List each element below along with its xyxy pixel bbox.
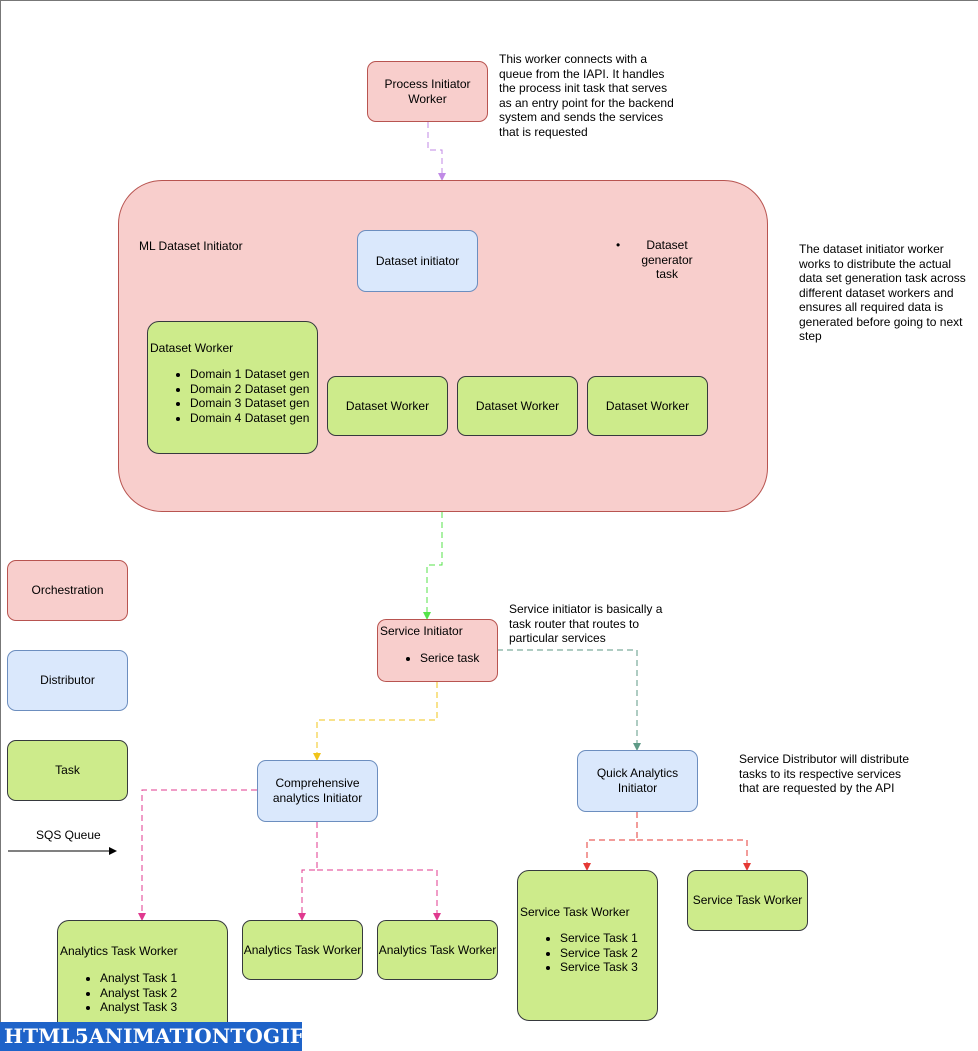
arrow-quick-to-service-main: [583, 812, 638, 871]
quick-analytics-initiator[interactable]: Quick Analytics Initiator: [577, 750, 698, 812]
legend-orchestration-label: Orchestration: [31, 583, 104, 597]
service-initiator[interactable]: Service Initiator Serice task: [377, 619, 498, 682]
service-initiator-task-list: Serice task: [380, 651, 479, 666]
service-task-worker-2[interactable]: Service Task Worker: [687, 870, 808, 931]
legend-task: Task: [7, 740, 128, 801]
service-task-worker-main-title: Service Task Worker: [520, 905, 630, 919]
legend-task-label: Task: [55, 763, 80, 777]
analytics-task-worker-2-label: Analytics Task Worker: [243, 942, 362, 957]
dataset-initiator-label: Dataset initiator: [375, 253, 460, 268]
note-service-initiator: Service initiator is basically a task ro…: [509, 602, 663, 645]
service-initiator-title: Service Initiator: [380, 624, 463, 638]
analytics-task-item: Analyst Task 3: [100, 1000, 177, 1015]
dataset-worker-3[interactable]: Dataset Worker: [587, 376, 708, 436]
comprehensive-analytics-initiator-label: Comprehensive analytics Initiator: [272, 776, 363, 805]
arrow-quick-to-service-2: [637, 839, 751, 871]
dataset-worker-1-label: Dataset Worker: [345, 398, 430, 413]
dataset-task-item: Domain 1 Dataset gen: [190, 367, 309, 382]
service-task-item: Service Task 1: [560, 931, 638, 946]
process-initiator-worker[interactable]: Process Initiator Worker: [367, 61, 488, 122]
note-service-distributor: Service Distributor will distribute task…: [739, 752, 910, 795]
analytics-worker-task-list: Analyst Task 1Analyst Task 2Analyst Task…: [60, 971, 177, 1015]
dataset-task-item: Domain 4 Dataset gen: [190, 411, 309, 426]
analytics-task-worker-2[interactable]: Analytics Task Worker: [242, 920, 363, 980]
dataset-worker-2[interactable]: Dataset Worker: [457, 376, 578, 436]
dataset-generator-task: • Dataset generator task: [612, 238, 712, 282]
analytics-task-worker-main-title: Analytics Task Worker: [60, 944, 178, 958]
ml-dataset-initiator-label: ML Dataset Initiator: [139, 239, 243, 253]
service-init-task-item: Serice task: [420, 651, 479, 666]
service-task-item: Service Task 3: [560, 960, 638, 975]
dataset-task-item: Domain 2 Dataset gen: [190, 382, 309, 397]
arrow-comprehensive-to-analytics-3: [317, 869, 441, 921]
dataset-worker-task-list: Domain 1 Dataset genDomain 2 Dataset gen…: [150, 367, 309, 425]
dataset-task-item: Domain 3 Dataset gen: [190, 396, 309, 411]
arrow-service-to-quick: [497, 649, 641, 751]
legend-sqs-queue-label: SQS Queue: [36, 828, 101, 842]
frame-border-left: [0, 0, 1, 1051]
watermark-banner: HTML5ANIMATIONTOGIF: [0, 1022, 304, 1051]
dataset-worker-main[interactable]: Dataset Worker Domain 1 Dataset genDomai…: [147, 321, 318, 454]
service-task-worker-main[interactable]: Service Task Worker Service Task 1Servic…: [517, 870, 658, 1021]
dataset-generator-task-label: Dataset generator task: [641, 238, 693, 281]
dataset-worker-1[interactable]: Dataset Worker: [327, 376, 448, 436]
service-task-item: Service Task 2: [560, 946, 638, 961]
analytics-task-item: Analyst Task 1: [100, 971, 177, 986]
dataset-worker-main-title: Dataset Worker: [150, 341, 234, 355]
arrow-comprehensive-to-main-analytics: [138, 789, 257, 921]
analytics-task-worker-3-label: Analytics Task Worker: [378, 942, 497, 957]
analytics-task-item: Analyst Task 2: [100, 986, 177, 1001]
dataset-initiator[interactable]: Dataset initiator: [357, 230, 478, 292]
quick-analytics-initiator-label: Quick Analytics Initiator: [596, 766, 679, 795]
arrow-service-to-comprehensive: [313, 682, 438, 761]
service-worker-task-list: Service Task 1Service Task 2Service Task…: [520, 931, 638, 975]
dataset-worker-3-label: Dataset Worker: [605, 398, 690, 413]
frame-border-top: [0, 0, 978, 1]
process-initiator-label: Process Initiator Worker: [384, 76, 471, 106]
legend-orchestration: Orchestration: [7, 560, 128, 621]
note-process-initiator: This worker connects with a queue from t…: [499, 52, 674, 139]
note-dataset-initiator: The dataset initiator worker works to di…: [799, 242, 966, 343]
legend-distributor: Distributor: [7, 650, 128, 711]
dataset-worker-2-label: Dataset Worker: [475, 398, 560, 413]
arrow-comprehensive-to-analytics-2: [298, 822, 318, 921]
arrow-ml-to-service-init: [423, 512, 443, 620]
service-task-worker-2-label: Service Task Worker: [692, 893, 803, 907]
analytics-task-worker-3[interactable]: Analytics Task Worker: [377, 920, 498, 980]
arrow-process-to-ml: [427, 122, 446, 181]
comprehensive-analytics-initiator[interactable]: Comprehensive analytics Initiator: [257, 760, 378, 822]
legend-distributor-label: Distributor: [40, 673, 95, 687]
